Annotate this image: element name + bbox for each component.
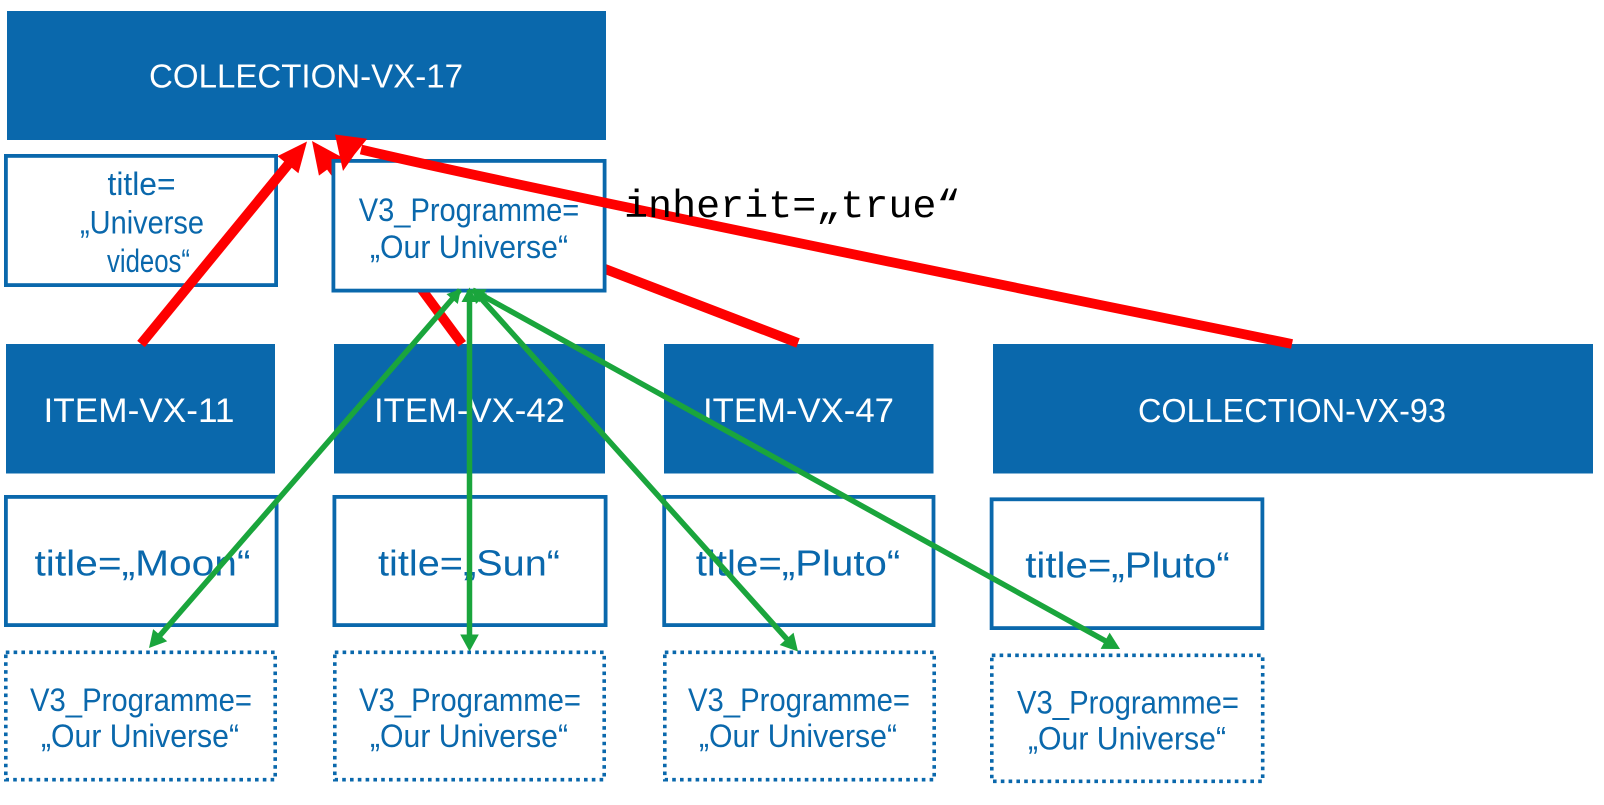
svg-text:ITEM-VX-47: ITEM-VX-47 xyxy=(703,392,894,430)
svg-text:title=„Pluto“: title=„Pluto“ xyxy=(1025,545,1230,586)
svg-text:title=„Pluto“: title=„Pluto“ xyxy=(696,543,901,584)
svg-text:videos“: videos“ xyxy=(107,243,190,279)
svg-text:COLLECTION-VX-17: COLLECTION-VX-17 xyxy=(149,58,463,95)
svg-text:ITEM-VX-11: ITEM-VX-11 xyxy=(44,392,235,430)
svg-text:„Our Universe“: „Our Universe“ xyxy=(699,718,897,754)
svg-text:V3_Programme=: V3_Programme= xyxy=(30,682,252,718)
svg-text:COLLECTION-VX-93: COLLECTION-VX-93 xyxy=(1138,392,1446,429)
svg-text:V3_Programme=: V3_Programme= xyxy=(1017,685,1239,721)
svg-text:„Our Universe“: „Our Universe“ xyxy=(1028,721,1226,757)
svg-text:inherit=„true“: inherit=„true“ xyxy=(624,185,961,229)
svg-text:title=: title= xyxy=(108,166,176,202)
svg-text:„Universe: „Universe xyxy=(80,205,204,241)
svg-text:V3_Programme=: V3_Programme= xyxy=(688,682,910,718)
svg-text:„Our Universe“: „Our Universe“ xyxy=(370,229,568,265)
svg-text:V3_Programme=: V3_Programme= xyxy=(359,682,581,718)
svg-text:V3_Programme=: V3_Programme= xyxy=(359,192,580,228)
svg-text:„Our Universe“: „Our Universe“ xyxy=(370,718,568,754)
svg-text:title=„Moon“: title=„Moon“ xyxy=(35,543,251,584)
svg-text:„Our Universe“: „Our Universe“ xyxy=(41,718,239,754)
